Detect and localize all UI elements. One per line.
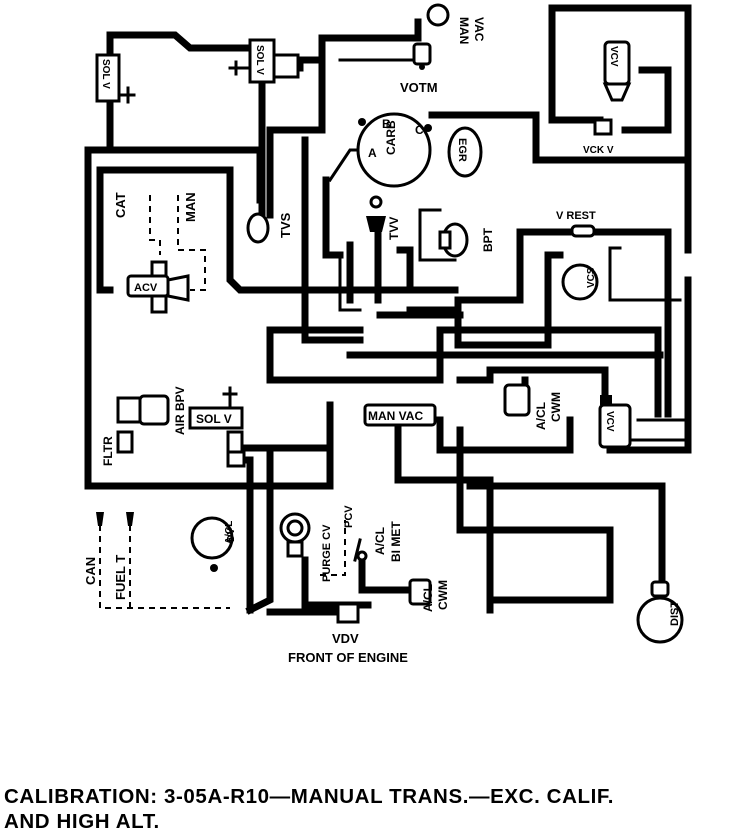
acv-valve: ACV bbox=[126, 260, 190, 314]
front-of-engine-label: FRONT OF ENGINE bbox=[288, 650, 408, 665]
vacuum-hoses bbox=[84, 4, 692, 616]
purge-cv-label: PURGE CV bbox=[321, 524, 333, 582]
vdv-label: VDV bbox=[332, 631, 359, 646]
man-vac-top-label-2: VAC bbox=[472, 17, 486, 42]
vcv-right-label: VCV bbox=[604, 411, 615, 432]
tvv-label: TVV bbox=[387, 217, 401, 240]
acl-bimet-label-2: BI MET bbox=[389, 521, 403, 562]
fltr-label: FLTR bbox=[101, 436, 115, 466]
acl-bimet-label-1: A/CL bbox=[373, 527, 387, 555]
votm-label: VOTM bbox=[400, 80, 438, 95]
v-restrictor: V REST bbox=[556, 210, 596, 238]
sol-v-mid: SOL V bbox=[188, 386, 246, 468]
sol-v-top: SOL V bbox=[228, 38, 300, 84]
can-label: CAN bbox=[83, 557, 98, 585]
man-label: MAN bbox=[183, 192, 198, 222]
carb-b-label: B bbox=[382, 117, 391, 131]
bpt-label: BPT bbox=[481, 227, 495, 252]
acv-label: ACV bbox=[134, 282, 158, 294]
egr-label: EGR bbox=[456, 138, 468, 162]
calibration-caption: CALIBRATION: 3-05A-R10—MANUAL TRANS.—EXC… bbox=[4, 784, 748, 834]
vcv-right: VCV bbox=[598, 395, 632, 449]
dashed-lines bbox=[99, 195, 346, 609]
fuel-t-label: FUEL T bbox=[113, 555, 128, 600]
caption-line-1: CALIBRATION: 3-05A-R10—MANUAL TRANS.—EXC… bbox=[4, 785, 615, 808]
acl-cwm-bottom-label-2: CWM bbox=[436, 580, 450, 610]
tvs-label: TVS bbox=[278, 212, 293, 238]
bpt-valve: BPT bbox=[438, 222, 495, 258]
acl-cwm-right-label-1: A/CL bbox=[534, 402, 548, 430]
cat-label: CAT bbox=[113, 192, 128, 218]
carb-label: CARB bbox=[384, 120, 398, 155]
vcs-switch: VCS bbox=[561, 263, 599, 301]
purge-cv: PURGE CV PCV bbox=[279, 505, 355, 582]
man-vac-top-label-1: MAN bbox=[457, 17, 471, 44]
sol-v-left: SOL V bbox=[95, 53, 136, 104]
air-bpv: AIR BPV FLTR bbox=[101, 386, 187, 466]
acl-dv-label-1: A/CL bbox=[224, 521, 235, 544]
caption-line-2: AND HIGH ALT. bbox=[4, 810, 160, 833]
vcv-top: VCV bbox=[602, 40, 632, 102]
sol-v-left-label: SOL V bbox=[100, 59, 111, 89]
air-bpv-label: AIR BPV bbox=[173, 386, 187, 435]
acl-dv-label-2: DV bbox=[226, 528, 237, 542]
acl-cwm-right-label-2: CWM bbox=[549, 392, 563, 422]
pcv-label: PCV bbox=[343, 505, 355, 528]
vckv-label: VCK V bbox=[583, 145, 614, 156]
can-fuel-tank: CAN FUEL T bbox=[83, 512, 134, 600]
man-vac-box-label: MAN VAC bbox=[368, 409, 423, 423]
sol-v-mid-label: SOL V bbox=[196, 412, 232, 426]
vckv-valve: VCK V bbox=[583, 118, 614, 156]
carburetor: CARB A B C bbox=[356, 112, 432, 188]
dist-label: DIST bbox=[669, 601, 681, 626]
vcv-top-label: VCV bbox=[608, 46, 619, 67]
acl-cwm-bottom-label-1: A/CL bbox=[421, 584, 435, 612]
carb-c-label: C bbox=[415, 123, 424, 137]
vcs-label: VCS bbox=[586, 267, 597, 288]
vdv-valve: VDV FRONT OF ENGINE bbox=[288, 602, 408, 665]
sol-v-top-label: SOL V bbox=[254, 45, 265, 75]
vacuum-hose-diagram: MAN VAC VOTM SOL V SOL V VCV VCK V CARB … bbox=[83, 3, 692, 665]
distributor: DIST bbox=[636, 580, 684, 644]
acl-cwm-bottom: A/CL CWM bbox=[408, 578, 450, 612]
man-vac-bulb-top: MAN VAC bbox=[426, 3, 486, 44]
acl-bimet: A/CL BI MET bbox=[356, 521, 403, 562]
acl-dv: A/CL DV bbox=[190, 516, 237, 572]
man-vac-box: MAN VAC bbox=[363, 403, 437, 427]
votm-valve: VOTM bbox=[400, 42, 438, 95]
tvs-switch: TVS bbox=[246, 212, 293, 244]
acl-cwm-right: A/CL CWM bbox=[503, 383, 563, 430]
tvv-valve: TVV bbox=[366, 195, 401, 240]
egr-valve: EGR bbox=[447, 126, 483, 178]
carb-a-label: A bbox=[368, 146, 377, 160]
vrest-label: V REST bbox=[556, 210, 596, 222]
